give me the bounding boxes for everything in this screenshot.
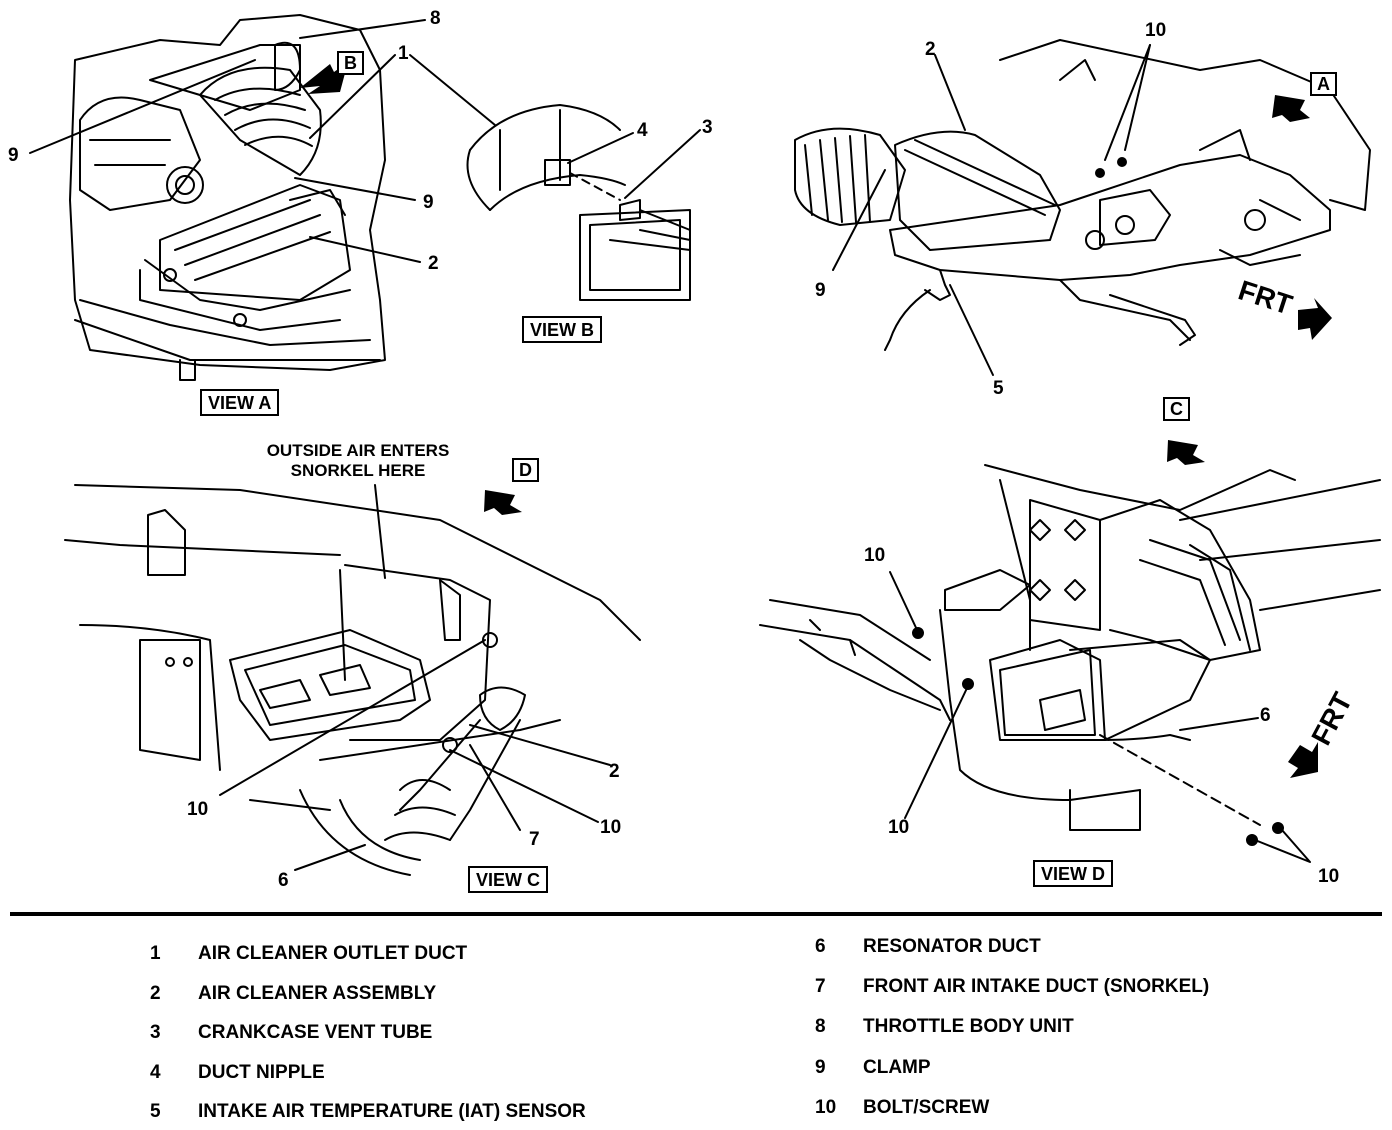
- arrow-d: [484, 490, 522, 515]
- bolts: [912, 157, 1284, 846]
- callout-va-2: 2: [428, 253, 439, 274]
- arrow-a: [1272, 95, 1310, 122]
- arrow-frt-bottom: [1288, 742, 1318, 778]
- view-marker-c: C: [1163, 397, 1190, 421]
- view-marker-a: A: [1310, 72, 1337, 96]
- callout-vc-7: 7: [529, 829, 540, 850]
- legend-text: CLAMP: [863, 1057, 931, 1078]
- legend-num: 9: [815, 1057, 826, 1078]
- legend-item-3: 3 CRANKCASE VENT TUBE: [150, 1023, 432, 1042]
- legend-num: 6: [815, 936, 826, 957]
- legend-num: 4: [150, 1062, 161, 1083]
- legend-num: 10: [815, 1097, 837, 1118]
- legend-item-1: 1 AIR CLEANER OUTLET DUCT: [150, 944, 467, 963]
- view-c-drawing: [64, 484, 641, 876]
- legend-item-7: 7 FRONT AIR INTAKE DUCT (SNORKEL): [815, 977, 1209, 996]
- legend-item-4: 4 DUCT NIPPLE: [150, 1063, 325, 1082]
- legend-num: 7: [815, 976, 826, 997]
- legend-num: 5: [150, 1101, 161, 1122]
- top-right-drawing: [794, 39, 1371, 351]
- callout-tr-10: 10: [1145, 20, 1167, 41]
- arrow-c: [1167, 440, 1205, 465]
- legend-num: 8: [815, 1016, 826, 1037]
- callout-tr-5: 5: [993, 378, 1004, 399]
- legend-text: DUCT NIPPLE: [198, 1062, 325, 1083]
- view-b-label: VIEW B: [522, 316, 603, 343]
- callout-vb-3: 3: [702, 117, 713, 138]
- legend-text: INTAKE AIR TEMPERATURE (IAT) SENSOR: [198, 1101, 586, 1122]
- callout-vc-6: 6: [278, 870, 289, 891]
- callout-tr-2: 2: [925, 39, 936, 60]
- view-d-drawing: [759, 464, 1381, 831]
- view-arrows: [300, 62, 1332, 778]
- legend-text: CRANKCASE VENT TUBE: [198, 1022, 433, 1043]
- view-c-label: VIEW C: [468, 866, 549, 893]
- callout-vc-10a: 10: [187, 799, 209, 820]
- legend-item-5: 5 INTAKE AIR TEMPERATURE (IAT) SENSOR: [150, 1102, 586, 1121]
- callout-vb-4: 4: [637, 120, 648, 141]
- callout-vd-10b: 10: [888, 817, 910, 838]
- legend-text: AIR CLEANER OUTLET DUCT: [198, 943, 468, 964]
- legend-num: 1: [150, 943, 161, 964]
- callout-vc-2: 2: [609, 761, 620, 782]
- arrow-b: [300, 62, 348, 94]
- outside-air-note: OUTSIDE AIR ENTERS SNORKEL HERE: [238, 441, 478, 482]
- arrow-frt-top: [1298, 298, 1332, 340]
- callout-vd-10c: 10: [1318, 866, 1340, 887]
- view-d-label: VIEW D: [1033, 860, 1114, 887]
- legend-item-10: 10 BOLT/SCREW: [815, 1098, 989, 1117]
- legend-text: FRONT AIR INTAKE DUCT (SNORKEL): [863, 976, 1210, 997]
- legend-text: RESONATOR DUCT: [863, 936, 1041, 957]
- callout-va-8: 8: [430, 8, 441, 29]
- callout-tr-9: 9: [815, 280, 826, 301]
- legend-divider: [10, 912, 1382, 916]
- legend-num: 2: [150, 983, 161, 1004]
- legend-text: THROTTLE BODY UNIT: [863, 1016, 1074, 1037]
- legend-num: 3: [150, 1022, 161, 1043]
- legend-item-2: 2 AIR CLEANER ASSEMBLY: [150, 984, 436, 1003]
- callout-vd-6: 6: [1260, 705, 1271, 726]
- legend-text: AIR CLEANER ASSEMBLY: [198, 983, 437, 1004]
- callout-vd-10a: 10: [864, 545, 886, 566]
- callout-va-9a: 9: [8, 145, 19, 166]
- view-a-drawing: [69, 14, 386, 381]
- legend-item-6: 6 RESONATOR DUCT: [815, 937, 1041, 956]
- view-a-label: VIEW A: [200, 389, 280, 416]
- legend-item-9: 9 CLAMP: [815, 1058, 931, 1077]
- callout-va-1: 1: [398, 43, 409, 64]
- leader-lines: [29, 19, 1311, 871]
- legend-item-8: 8 THROTTLE BODY UNIT: [815, 1017, 1074, 1036]
- view-b-drawing: [466, 104, 691, 301]
- callout-va-9b: 9: [423, 192, 434, 213]
- view-marker-b: B: [337, 51, 364, 75]
- legend-text: BOLT/SCREW: [863, 1097, 990, 1118]
- callout-vc-10b: 10: [600, 817, 622, 838]
- view-marker-d: D: [512, 458, 539, 482]
- note-line-1: OUTSIDE AIR ENTERS: [266, 441, 450, 460]
- note-line-2: SNORKEL HERE: [290, 461, 426, 481]
